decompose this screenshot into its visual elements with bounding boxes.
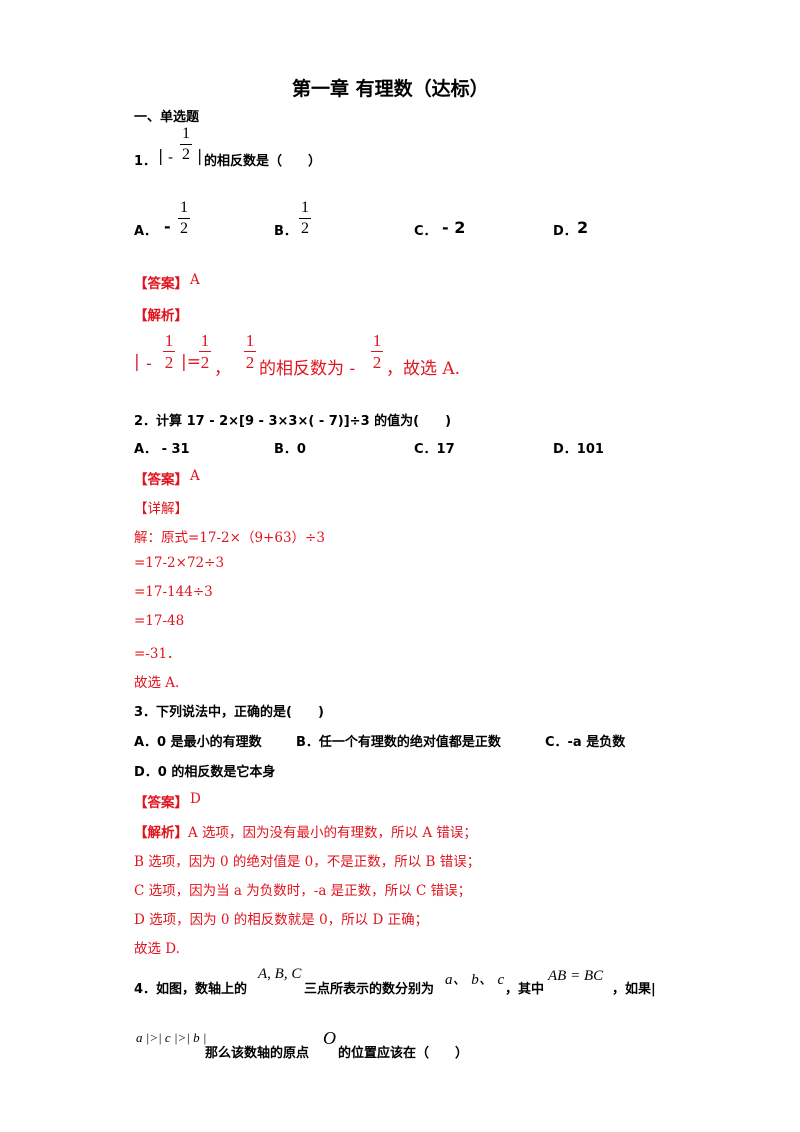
q2-option-c: C．17	[414, 442, 455, 457]
q1-minus: -	[168, 148, 174, 166]
q2-option-d: D．101	[553, 442, 604, 457]
q1-option-d-value: 2	[577, 218, 589, 237]
q4-condition: AB = BC	[548, 968, 604, 984]
page-title: 第一章 有理数（达标）	[292, 78, 489, 100]
q3-analysis-line: A 选项，因为没有最小的有理数，所以 A 错误；	[188, 825, 477, 841]
q1-option-a-sign: -	[164, 217, 171, 236]
q4-points: A, B, C	[258, 966, 302, 982]
q1-option-b-label: B．	[274, 224, 297, 239]
q4-text: 三点所表示的数分别为	[304, 982, 435, 997]
q4-text: 4．如图，数轴上的	[134, 982, 248, 997]
q4-origin: O	[323, 1028, 336, 1048]
q2-answer-value: A	[190, 468, 200, 484]
q3-option-c: C．-a 是负数	[545, 735, 626, 750]
q2-solution-line: =17-2×72÷3	[134, 555, 225, 571]
q1-sol-end: ，故选 A.	[386, 359, 461, 379]
q1-option-c-value: - 2	[442, 218, 466, 237]
q1-analysis-tag: 【解析】	[134, 308, 188, 324]
q2-answer-tag: 【答案】	[134, 472, 188, 488]
q4-values: a、 b、 c	[445, 972, 505, 988]
section-heading: 一、单选题	[134, 110, 200, 125]
q3-analysis-line: B 选项，因为 0 的绝对值是 0，不是正数，所以 B 错误；	[134, 854, 481, 870]
q1-option-d-label: D．	[553, 224, 577, 239]
q3-analysis-line: C 选项，因为当 a 为负数时，-a 是正数，所以 C 错误；	[134, 883, 472, 899]
q2-option-b: B．0	[274, 442, 306, 457]
q2-option-a: A． - 31	[134, 442, 190, 457]
q3-option-d: D．0 的相反数是它本身	[134, 765, 276, 780]
q2-solution-line: 解：原式=17-2×（9+63）÷3	[134, 530, 325, 546]
q1-sol-text: 的相反数为 -	[259, 359, 356, 379]
q2-solution-line: =17-48	[134, 613, 185, 629]
q3-stem: 3．下列说法中，正确的是( )	[134, 705, 324, 720]
q3-option-a: A．0 是最小的有理数	[134, 735, 262, 750]
q4-text: ，如果|	[612, 982, 656, 997]
q1-sol-minus: -	[146, 354, 152, 374]
q2-solution-line: =-31．	[134, 646, 181, 662]
q1-option-a-label: A．	[134, 224, 158, 239]
q1-sol-comma: ，	[214, 359, 231, 379]
q3-analysis-tag: 【解析】	[134, 825, 188, 841]
q1-abs-open: |	[158, 146, 164, 165]
q3-analysis-line: D 选项，因为 0 的相反数就是 0，所以 D 正确；	[134, 912, 429, 928]
q1-number: 1．	[134, 154, 157, 169]
q2-detail-tag: 【详解】	[134, 501, 188, 517]
q2-solution-line: 故选 A.	[134, 675, 180, 691]
q4-abs-expression: a |>| c |>| b |	[136, 1030, 207, 1045]
q4-text: 那么该数轴的原点	[205, 1046, 310, 1061]
q4-text: 的位置应该在（ ）	[338, 1046, 469, 1061]
q2-stem: 2．计算 17 - 2×[9 - 3×3×( - 7)]÷3 的值为( )	[134, 414, 452, 429]
q3-answer-value: D	[190, 791, 201, 807]
q3-option-b: B．任一个有理数的绝对值都是正数	[296, 735, 501, 750]
q1-answer-value: A	[190, 272, 200, 288]
q4-text: ，其中	[505, 982, 545, 997]
q1-stem: 的相反数是（ ）	[204, 154, 322, 169]
q3-analysis-line: 故选 D.	[134, 941, 180, 957]
q3-answer-tag: 【答案】	[134, 795, 188, 811]
q1-abs-close: |	[197, 146, 203, 165]
q1-sol-abs-open: |	[134, 352, 140, 372]
q2-solution-line: =17-144÷3	[134, 584, 213, 600]
q1-option-c-label: C．	[414, 224, 437, 239]
q1-sol-abs-close: |=	[181, 352, 201, 372]
q1-answer-tag: 【答案】	[134, 276, 188, 292]
